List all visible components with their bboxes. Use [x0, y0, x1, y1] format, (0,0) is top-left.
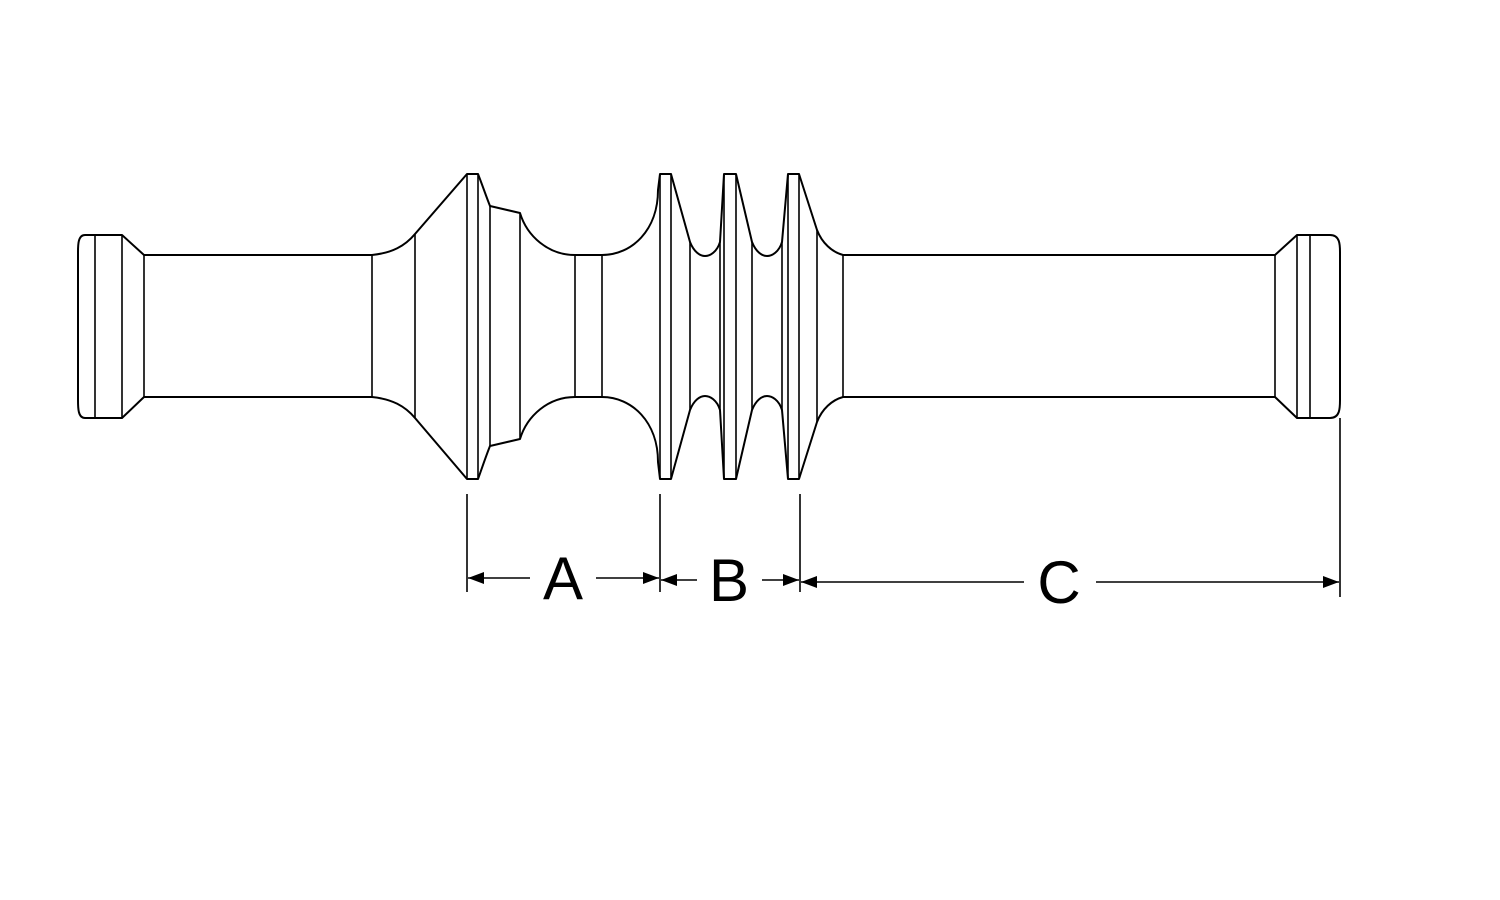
groove-lines — [574, 255, 603, 397]
right-end-cap — [1274, 235, 1311, 418]
arrow-left-icon — [801, 576, 817, 588]
dimension-a: A — [468, 545, 659, 612]
arrow-right-icon — [1323, 576, 1339, 588]
rib-lines — [659, 174, 844, 479]
first-flange-lines — [466, 174, 521, 479]
arrow-left-icon — [661, 574, 677, 586]
arrow-right-icon — [783, 574, 799, 586]
dimension-label-b: B — [709, 547, 749, 614]
dimension-label-c: C — [1037, 549, 1080, 616]
left-shaft-lines — [371, 234, 416, 418]
dimension-c: C — [801, 549, 1339, 616]
dimension-b: B — [661, 547, 799, 614]
dimension-label-a: A — [543, 545, 583, 612]
left-end-cap — [94, 235, 145, 418]
arrow-right-icon — [643, 572, 659, 584]
extension-lines — [466, 418, 1341, 597]
arrow-left-icon — [468, 572, 484, 584]
part-outline — [77, 173, 1341, 480]
